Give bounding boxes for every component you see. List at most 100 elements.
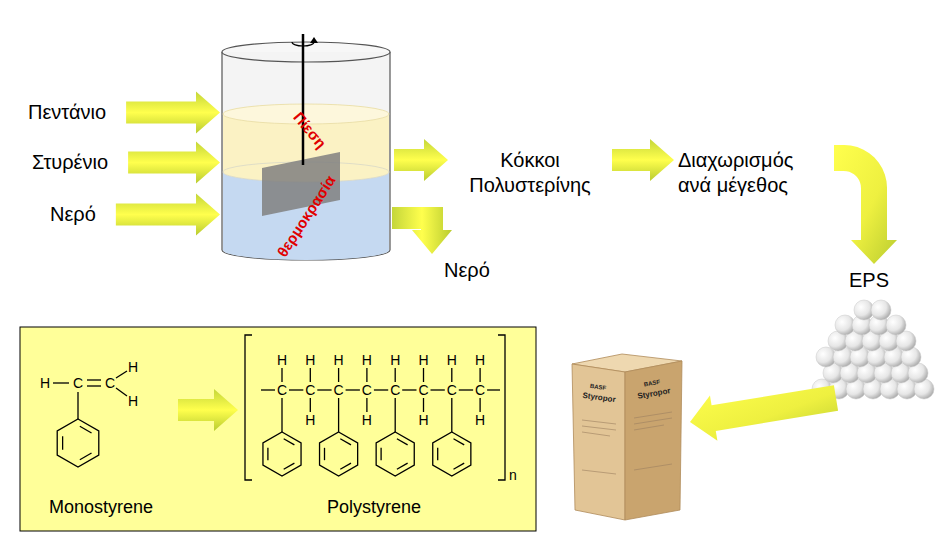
package-drawing [582,412,672,474]
atom-symbol: H [390,353,400,367]
flow-arrow [128,142,220,184]
bond-line [376,432,414,476]
bond-line [320,432,358,476]
atom-symbol: C [418,383,428,397]
bond-line [338,368,339,382]
input-label: Πεντάνιο [26,98,108,127]
eps-beads: EPS [808,266,930,398]
node-annotation: Styropor [582,392,616,405]
bond-line [87,379,101,380]
reactor-drawing [222,52,390,260]
package-drawing [582,426,616,430]
bond-line [62,436,63,449]
bond-line [459,389,473,390]
input-label: Στυρένιο [30,148,110,177]
reactor-drawing [302,34,305,165]
process-label: Διαχωρισμός ανά μέγεθος [676,146,832,200]
bond-line [340,463,351,469]
atom-symbol: C [277,383,287,397]
chemistry-panel [20,327,536,531]
node-text: Polystyrene [327,496,421,518]
package-drawing [634,412,672,418]
atom-symbol: H [128,360,138,374]
node-annotation: θερμοκρασία [274,173,337,259]
atom-symbol: H [362,413,372,427]
atom-symbol: C [447,383,457,397]
package-drawing [572,364,625,520]
bond-line [80,453,92,460]
atom-symbol: H [40,376,50,390]
package-drawing [634,418,672,424]
atom-symbol: C [105,376,115,390]
node-text: Νερό [50,202,96,227]
bond-line [453,463,464,469]
bond-line [374,389,388,390]
node-annotation: BASF [643,379,660,388]
bond-line [324,448,325,460]
bond-line [317,389,331,390]
bond-line [87,385,101,386]
node-text: Στυρένιο [32,150,108,175]
styropor-package: BASFStyroporBASFStyropor [568,350,684,522]
package-drawing [634,464,672,470]
atom-symbol: H [475,413,485,427]
bond-line [80,426,92,433]
node-annotation: BASF [589,383,606,391]
bond-line [53,335,505,480]
repeat-index: n [509,468,517,482]
bond-line [423,368,424,382]
bond-line [395,398,396,432]
bond-line [431,389,445,390]
reactor-drawing [222,34,390,260]
bond-line [395,368,396,382]
bond-line [338,398,339,432]
atom-symbol: C [475,383,485,397]
bond-line [479,368,480,382]
node-text: Νερό [444,258,508,283]
bond-line [451,398,452,432]
bond-line [453,439,464,445]
bond-line [433,432,471,476]
bond-line [366,398,367,412]
eps-bead [812,300,934,399]
flow-arrow [178,389,238,431]
bond-line [289,389,303,390]
bond-line [397,463,408,469]
eps-bead [886,315,906,335]
atom-symbol: C [362,383,372,397]
package-drawing [572,354,682,520]
package-drawing [625,361,682,520]
bond-line [437,448,438,460]
atom-symbol: H [418,413,428,427]
package-drawing [634,425,664,430]
bond-line [380,448,381,460]
atom-symbol: H [418,353,428,367]
atom-symbol: H [305,353,315,367]
package-drawing [582,420,616,424]
product-label: Κόκκοι Πολυστερίνης [450,146,610,200]
flow-arrow [392,207,452,254]
node-text: Διαχωρισμός ανά μέγεθος [678,148,830,198]
repeat-bracket [245,335,252,480]
bond-line [281,368,282,382]
node-text: Πεντάνιο [28,100,106,125]
bond-line [346,389,360,390]
package-drawing [582,432,610,436]
bond-line [423,398,424,412]
reactor-drawing [222,42,390,62]
bond-line [57,419,99,467]
atom-symbol: H [277,353,287,367]
bond-line [284,463,295,469]
bond-line [487,389,500,390]
flow-arrow [116,194,220,236]
flow-arrow [690,385,838,441]
flow-arrow [126,92,220,134]
atom-symbol: C [305,383,315,397]
bond-line [263,432,301,476]
bond-line [53,382,69,383]
bond-line [267,448,268,460]
node-text: EPS [810,268,928,293]
atom-symbol: H [447,353,457,367]
bond-line [281,398,282,432]
